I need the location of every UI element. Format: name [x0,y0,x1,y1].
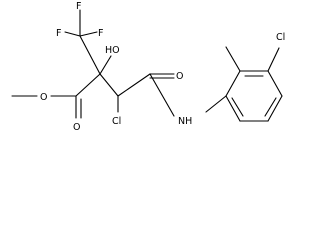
atom-amide-nitrogen: NH [178,116,192,127]
atom-labels: F F F HO O O Cl O NH Cl [40,1,285,133]
bond-ring-c4-c5 [267,95,283,122]
bond-quaternary-ester-carbon [75,73,101,97]
bond-cf3-f-left [64,31,81,37]
atom-f-right: F [98,28,103,39]
atom-hydroxyl: HO [105,45,120,56]
bond-quaternary-cf3 [79,35,101,75]
bond-ring-inner-c4-c5 [264,97,277,117]
atom-f-top: F [76,1,81,12]
atom-chloro-alpha: Cl [112,116,121,127]
bond-chiral-carbon-amide-carbon [117,73,151,97]
atom-ester-oxygen: O [40,92,47,103]
bonds [11,9,283,122]
bond-quaternary-hydroxyl [99,55,112,75]
bond-nitrogen-aryl [205,95,227,113]
bond-ring-c3-c4 [267,70,283,97]
atom-ester-carbonyl-oxygen: O [73,122,80,133]
bond-ring-c1-c2 [225,70,241,97]
bond-cf3-f-right [79,31,98,37]
atom-f-left: F [56,28,61,39]
bond-amide-carbon-nitrogen [149,73,175,117]
atom-chloro-aryl: Cl [276,32,285,43]
bond-quaternary-chiral-carbon [99,73,119,97]
bond-ring-chlorine [267,47,280,72]
bond-ring-c6-c1 [225,95,241,122]
bond-ring-methyl [225,46,241,72]
atom-amide-oxygen: O [176,71,183,82]
bond-ring-inner-c6-c1 [231,97,244,117]
chemical-structure-diagram: F F F HO O O Cl O NH Cl [11,1,285,133]
